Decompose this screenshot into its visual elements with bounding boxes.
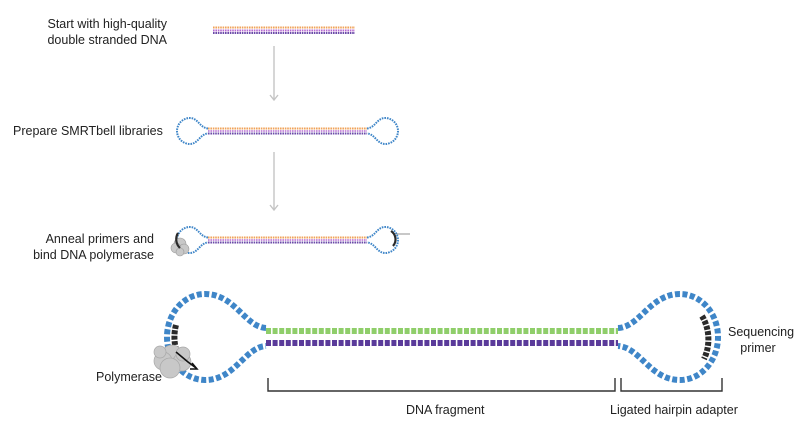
step3-label: Anneal primers and bind DNA polymerase <box>20 231 154 263</box>
dna-fragment-label: DNA fragment <box>406 403 485 417</box>
primer <box>390 230 397 247</box>
hairpin-adapter-bracket <box>620 378 723 392</box>
detail-smrtbell-molecule <box>153 290 721 384</box>
step3-label-line2: bind DNA polymerase <box>33 248 154 262</box>
polymerase-lobe <box>175 247 185 257</box>
sequencing-primer <box>699 314 712 361</box>
left-hairpin-loop <box>176 116 209 146</box>
left-adapter-loop <box>164 290 267 384</box>
step2-label-line1: Prepare SMRTbell libraries <box>13 124 163 138</box>
dna-fragment-bracket <box>267 378 616 392</box>
right-hairpin-loop <box>366 225 399 255</box>
polymerase-lobe <box>159 357 181 379</box>
arrow-head <box>269 204 279 212</box>
polymerase-label: Polymerase <box>96 370 162 384</box>
polymerase-lobe <box>175 346 191 362</box>
step3-primed-smrtbell <box>170 225 410 257</box>
hairpin-adapter-label: Ligated hairpin adapter <box>610 403 738 417</box>
polymerase-direction-arrow <box>175 351 197 369</box>
sequencing-primer-line1: Sequencing <box>728 325 795 339</box>
step1-label-line1: Start with high-quality <box>47 17 167 31</box>
polymerase-blob <box>153 344 192 379</box>
step2-smrtbell-library <box>176 116 399 146</box>
step1-label: Start with high-quality double stranded … <box>20 16 167 48</box>
right-hairpin-loop <box>366 116 399 146</box>
polymerase-lobe <box>153 345 167 359</box>
sequencing-primer-line2: primer <box>740 341 776 355</box>
polymerase-arrow-head <box>190 362 199 370</box>
arrow-step2-to-step3 <box>269 152 279 212</box>
step1-label-line2: double stranded DNA <box>47 33 167 47</box>
region-brackets <box>267 378 723 392</box>
step3-label-line1: Anneal primers and <box>45 232 154 246</box>
step2-label: Prepare SMRTbell libraries <box>13 123 163 139</box>
sequencing-primer-label: Sequencing primer <box>728 324 795 356</box>
bracket-line <box>267 378 616 392</box>
extended-primer <box>175 232 181 249</box>
right-adapter-loop <box>617 290 721 384</box>
bracket-line <box>620 378 723 392</box>
step1-double-stranded-dna <box>213 26 355 34</box>
process-arrows <box>269 46 279 212</box>
arrow-step1-to-step2 <box>269 46 279 102</box>
arrow-head <box>269 94 279 102</box>
